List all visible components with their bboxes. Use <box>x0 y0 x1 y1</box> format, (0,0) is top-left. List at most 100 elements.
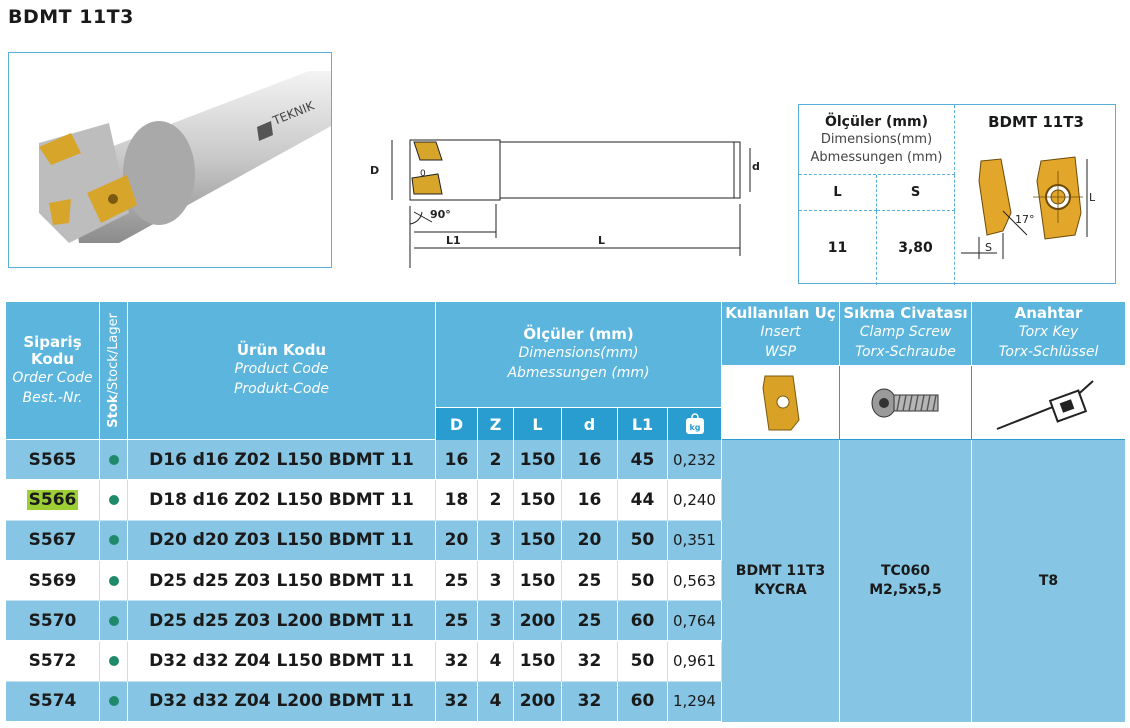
dim-val-L: 11 <box>799 211 877 285</box>
L-cell: 150 <box>514 560 562 602</box>
stock-cell <box>100 601 128 642</box>
order-code-cell: S566 <box>6 480 100 521</box>
product-code-cell: D25 d25 Z03 L200 BDMT 11 <box>128 601 436 642</box>
product-code-header: Ürün Kodu Product Code Produkt-Code <box>128 302 436 440</box>
weight-cell: 0,563 <box>668 560 722 602</box>
D-cell: 16 <box>436 440 478 481</box>
svg-text:L: L <box>1089 191 1096 204</box>
screw-value: TC060 <box>880 563 931 579</box>
insert-drawing: L S 17° <box>957 141 1115 285</box>
key-value-cell: T8 <box>972 440 1125 722</box>
product-code-cell: D32 d32 Z04 L150 BDMT 11 <box>128 641 436 682</box>
Z-cell: 3 <box>478 520 514 561</box>
stock-header: Stok/Stock/Lager <box>100 302 128 440</box>
label-D: D <box>370 164 379 177</box>
d-cell: 32 <box>562 681 618 723</box>
Z-cell: 3 <box>478 601 514 642</box>
stock-cell <box>100 681 128 723</box>
weight-cell: 0,764 <box>668 601 722 642</box>
insert-image-cell <box>722 366 840 440</box>
L-cell: 150 <box>514 641 562 682</box>
order-code-cell: S565 <box>6 440 100 481</box>
order-code-header: Sipariş Kodu Order Code Best.-Nr. <box>6 302 100 440</box>
dim-col-L: L <box>799 175 877 211</box>
D-cell: 25 <box>436 601 478 642</box>
d-cell: 20 <box>562 520 618 561</box>
product-table: Sipariş Kodu Order Code Best.-Nr. Stok/S… <box>6 302 1125 723</box>
d-cell: 32 <box>562 641 618 682</box>
D-cell: 32 <box>436 681 478 723</box>
stock-dot-icon <box>108 696 119 707</box>
Z-cell: 4 <box>478 681 514 723</box>
label-L1: L1 <box>446 234 461 247</box>
D-cell: 18 <box>436 480 478 521</box>
stock-dot-icon <box>108 656 119 667</box>
insert-dimensions-box: Ölçüler (mm) Dimensions(mm) Abmessungen … <box>798 104 1116 285</box>
d-cell: 16 <box>562 440 618 481</box>
col-L: L <box>514 408 562 440</box>
stock-dot-icon <box>108 494 119 505</box>
screw-image-cell <box>840 366 972 440</box>
col-d: d <box>562 408 618 440</box>
torx-key-icon <box>996 379 1094 430</box>
stock-cell <box>100 440 128 481</box>
insert-grade: KYCRA <box>754 582 807 598</box>
product-code-cell: D16 d16 Z02 L150 BDMT 11 <box>128 440 436 481</box>
stock-dot-icon <box>108 615 119 626</box>
D-cell: 32 <box>436 641 478 682</box>
L1-cell: 45 <box>618 440 668 481</box>
stock-cell <box>100 480 128 521</box>
weight-cell: 0,961 <box>668 641 722 682</box>
insert-header: Kullanılan Uç Insert WSP <box>722 302 840 366</box>
technical-drawing: 0 D d 90° L1 L <box>362 128 762 272</box>
Z-cell: 2 <box>478 440 514 481</box>
weight-cell: 0,232 <box>668 440 722 481</box>
order-code-cell: S569 <box>6 560 100 602</box>
label-angle: 90° <box>430 208 451 221</box>
stock-cell <box>100 520 128 561</box>
screw-value-cell: TC060 M2,5x5,5 <box>840 440 972 722</box>
d-cell: 16 <box>562 480 618 521</box>
key-value: T8 <box>1038 572 1059 589</box>
D-cell: 25 <box>436 560 478 602</box>
stock-dot-icon <box>108 535 119 546</box>
product-code-cell: D20 d20 Z03 L150 BDMT 11 <box>128 520 436 561</box>
page-title: BDMT 11T3 <box>8 6 134 28</box>
weight-cell: 1,294 <box>668 681 722 723</box>
stock-cell <box>100 560 128 602</box>
label-d: d <box>752 160 760 173</box>
L1-cell: 50 <box>618 560 668 602</box>
product-code-cell: D25 d25 Z03 L150 BDMT 11 <box>128 560 436 602</box>
L-cell: 200 <box>514 601 562 642</box>
order-code-cell: S570 <box>6 601 100 642</box>
order-code-cell: S574 <box>6 681 100 723</box>
d-cell: 25 <box>562 601 618 642</box>
torx-key-header: Anahtar Torx Key Torx-Schlüssel <box>972 302 1125 366</box>
weight-cell: 0,351 <box>668 520 722 561</box>
L1-cell: 50 <box>618 520 668 561</box>
svg-text:kg: kg <box>689 423 700 432</box>
insert-value: BDMT 11T3 <box>735 563 826 579</box>
stock-cell <box>100 641 128 682</box>
insert-icon <box>761 375 800 430</box>
col-weight: kg <box>668 408 722 440</box>
key-image-cell <box>972 366 1125 440</box>
Z-cell: 4 <box>478 641 514 682</box>
svg-text:S: S <box>985 241 992 254</box>
Z-cell: 2 <box>478 480 514 521</box>
L1-cell: 60 <box>618 601 668 642</box>
col-Z: Z <box>478 408 514 440</box>
dimensions-header: Ölçüler (mm) Dimensions(mm) Abmessungen … <box>436 302 722 408</box>
dim-col-S: S <box>877 175 955 211</box>
product-code-cell: D18 d16 Z02 L150 BDMT 11 <box>128 480 436 521</box>
L1-cell: 44 <box>618 480 668 521</box>
milling-cutter-image: TEKNIK <box>39 71 331 243</box>
svg-text:17°: 17° <box>1015 213 1035 226</box>
weight-cell: 0,240 <box>668 480 722 521</box>
label-L: L <box>598 234 605 247</box>
Z-cell: 3 <box>478 560 514 602</box>
L1-cell: 50 <box>618 641 668 682</box>
L-cell: 150 <box>514 480 562 521</box>
dimensions-header: Ölçüler (mm) Dimensions(mm) Abmessungen … <box>799 105 955 175</box>
svg-text:0: 0 <box>420 169 426 179</box>
